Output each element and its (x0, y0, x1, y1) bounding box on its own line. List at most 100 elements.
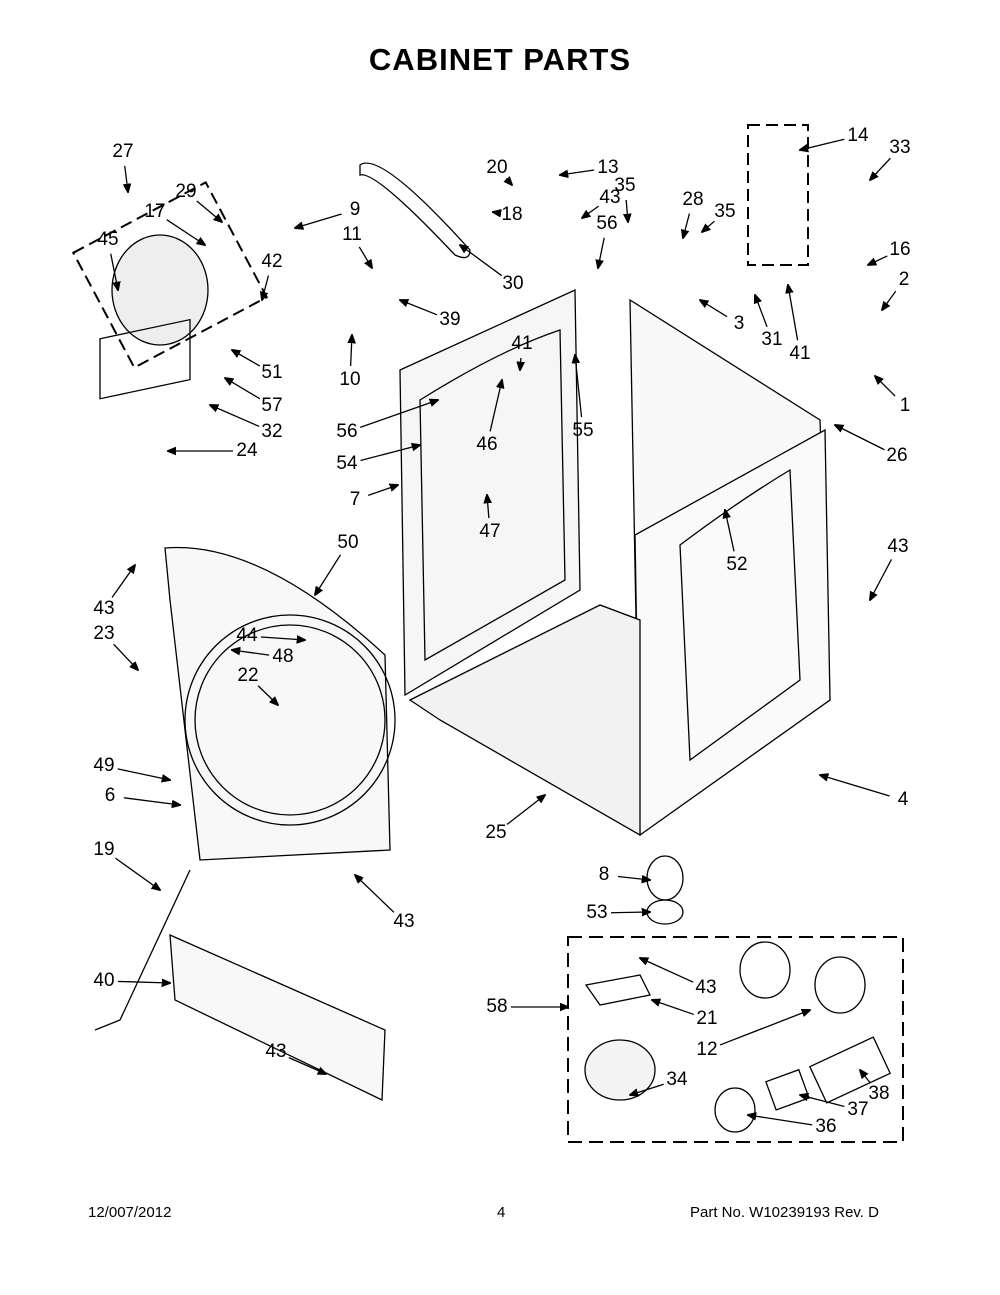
rear-panel (399, 288, 581, 697)
callout-arrow (875, 376, 896, 397)
callout-arrow (719, 1010, 810, 1046)
callout-arrow (598, 237, 605, 268)
part-number-label: 46 (476, 434, 498, 455)
callout-arrow (210, 405, 260, 428)
part-number-label: 2 (898, 269, 910, 290)
footer-part-number: Part No. W10239193 Rev. D (690, 1204, 879, 1221)
callout-arrow (800, 138, 845, 150)
part-number-label: 37 (847, 1099, 869, 1120)
page-title: CABINET PARTS (368, 42, 632, 77)
part-number-label: 8 (598, 864, 610, 885)
part-number-label: 19 (93, 839, 115, 860)
part-number-label: 41 (511, 333, 533, 354)
callout-arrow (868, 255, 888, 265)
part-number-label: 52 (726, 554, 748, 575)
callout-arrow (315, 554, 342, 595)
belt (359, 162, 471, 259)
part-number-label: 29 (175, 181, 197, 202)
callout-arrow (487, 495, 489, 519)
part-number-label: 43 (265, 1041, 287, 1062)
terminal-kit-box (747, 124, 809, 266)
callout-arrow (368, 485, 398, 497)
part-number-label: 38 (868, 1083, 890, 1104)
part-number-label: 43 (599, 187, 621, 208)
callout-arrow (652, 1000, 694, 1016)
callout-arrow (860, 1070, 871, 1084)
callout-arrow (400, 300, 438, 316)
part-number-label: 26 (886, 445, 908, 466)
part-number-label: 56 (596, 213, 618, 234)
part-number-label: 50 (337, 532, 359, 553)
part-number-label: 35 (714, 201, 736, 222)
part-number-label: 22 (237, 665, 259, 686)
part-number-label: 35 (614, 175, 636, 196)
callout-arrow (125, 165, 128, 192)
exhaust-kit-box (567, 936, 904, 1143)
part-number-label: 21 (696, 1008, 718, 1029)
callout-arrow (358, 246, 372, 268)
part-number-label: 25 (485, 822, 507, 843)
callout-arrow (575, 355, 583, 418)
part-number-label: 40 (93, 970, 115, 991)
footer-page-number: 4 (497, 1204, 506, 1221)
callout-arrow (295, 213, 342, 228)
part-number-label: 39 (439, 309, 461, 330)
callout-arrow (702, 220, 715, 232)
part-number-label: 28 (682, 189, 704, 210)
callout-arrow (835, 425, 885, 451)
part-number-label: 4 (897, 789, 909, 810)
part-number-label: 54 (336, 453, 358, 474)
callout-arrow (351, 335, 352, 367)
callout-arrow (820, 775, 890, 797)
part-number-label: 56 (336, 421, 358, 442)
part-number-label: 51 (261, 362, 283, 383)
toe-panel (169, 933, 386, 1102)
callout-arrow (166, 219, 205, 245)
part-number-label: 43 (393, 911, 415, 932)
part-number-label: 11 (342, 224, 362, 245)
part-number-label: 24 (236, 440, 258, 461)
part-number-label: 7 (349, 489, 361, 510)
callout-arrow (113, 643, 138, 670)
motor-bracket (99, 318, 191, 400)
callout-arrow (610, 912, 650, 913)
callout-arrow (725, 510, 735, 552)
part-number-label: 12 (696, 1039, 718, 1060)
part-number-label: 33 (889, 137, 911, 158)
base (408, 604, 641, 837)
callout-arrow (460, 245, 503, 277)
part-number-label: 49 (93, 755, 115, 776)
callout-arrow (355, 875, 395, 913)
callout-arrow (582, 205, 599, 218)
callout-arrow (360, 445, 420, 462)
callout-arrow (110, 253, 118, 290)
callout-arrow (626, 199, 628, 222)
part-number-label: 44 (236, 625, 258, 646)
callout-arrow (560, 170, 595, 175)
part-number-label: 32 (261, 421, 283, 442)
callout-arrow (123, 797, 180, 805)
part-number-label: 42 (261, 251, 283, 272)
part-number-label: 27 (112, 141, 134, 162)
footer-date: 12/007/2012 (88, 1204, 172, 1221)
part-number-label: 36 (815, 1116, 837, 1137)
callout-arrow (800, 1095, 845, 1108)
part-number-label: 58 (486, 996, 508, 1017)
motor-kit-box (71, 181, 269, 369)
callout-arrow (117, 768, 170, 780)
callout-arrow (506, 795, 545, 825)
callout-arrow (115, 857, 160, 890)
callout-arrow (232, 650, 270, 656)
callout-arrow (700, 300, 728, 318)
part-number-label: 23 (93, 623, 115, 644)
part-number-label: 45 (97, 229, 119, 250)
callout-arrow (489, 380, 502, 432)
callout-arrow (870, 157, 891, 180)
part-number-label: 30 (502, 273, 524, 294)
part-number-label: 1 (899, 395, 911, 416)
part-number-label: 10 (339, 369, 361, 390)
part-number-label: 3 (733, 313, 745, 334)
callout-arrow (111, 565, 135, 598)
callout-arrow (196, 200, 222, 222)
